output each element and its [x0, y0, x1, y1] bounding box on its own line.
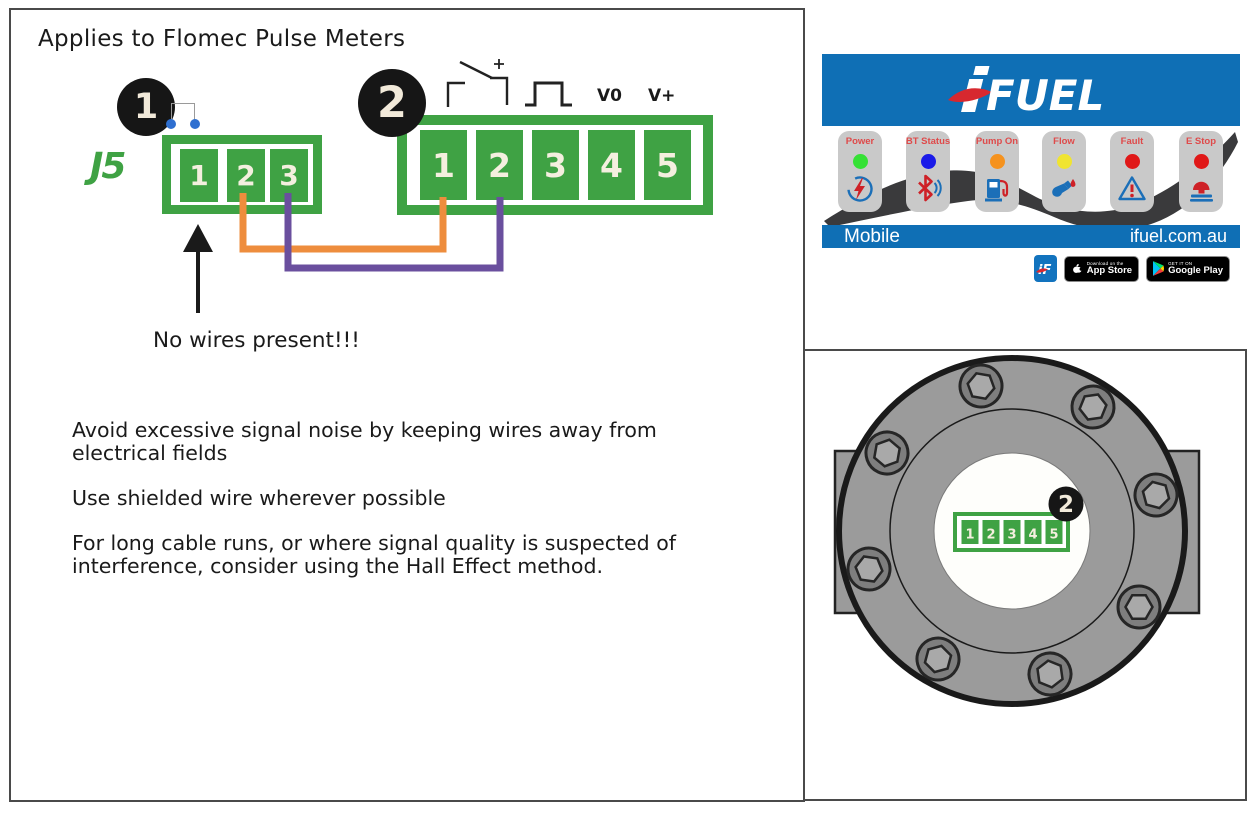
j5-connector-label: J5: [90, 146, 126, 187]
pulse-terminal-4: 4: [588, 130, 635, 200]
pulse-terminal-1: 1: [420, 130, 467, 200]
pulse-terminal-2: 2: [476, 130, 523, 200]
ifuel-header: FUEL: [822, 54, 1240, 126]
app-store-badge[interactable]: Download on the App Store: [1063, 255, 1140, 282]
svg-text:3: 3: [1007, 528, 1016, 543]
website-url: ifuel.com.au: [1129, 226, 1227, 246]
meter-step-2-badge: 2: [1048, 486, 1084, 522]
emergency-stop-icon: [1190, 181, 1213, 202]
j5-terminal-2: 2: [227, 149, 265, 202]
ifuel-footer-bar: Mobile ifuel.com.au: [822, 225, 1240, 248]
diagram-title: Applies to Flomec Pulse Meters: [38, 26, 406, 52]
step-1-badge: 1: [117, 78, 175, 136]
j5-terminal-1: 1: [180, 149, 218, 202]
pump-led: [989, 154, 1005, 169]
ifuel-app-icon: iF: [1033, 255, 1057, 282]
tip-signal-noise: Avoid excessive signal noise by keeping …: [72, 418, 657, 465]
estop-led: [1193, 154, 1209, 169]
pulse-terminal-block: 1 2 3 4 5: [397, 115, 713, 215]
indicator-power: Power: [838, 131, 882, 212]
flow-meter-panel: 1 2 3 4 5 2: [803, 349, 1247, 801]
svg-text:4: 4: [1028, 528, 1037, 543]
svg-text:2: 2: [986, 528, 995, 543]
apple-icon: [1072, 263, 1083, 273]
svg-text:FUEL: FUEL: [986, 71, 1104, 116]
v0-label: V0: [597, 86, 622, 106]
tip-hall-effect: For long cable runs, or where signal qua…: [72, 531, 676, 578]
google-play-icon: [1153, 261, 1165, 276]
tip-shielded-wire: Use shielded wire wherever possible: [72, 486, 446, 510]
pulse-wave-icon: [525, 81, 572, 107]
fuel-nozzle-icon: [1052, 179, 1076, 197]
fuel-pump-icon: [985, 179, 1009, 202]
svg-text:2: 2: [1058, 492, 1074, 518]
meter-terminal-block: 1 2 3 4 5: [953, 512, 1070, 552]
mobile-label: Mobile: [844, 225, 900, 247]
warning-triangle-icon: [1118, 176, 1146, 201]
selection-handle-box[interactable]: [171, 103, 195, 124]
bluetooth-icon: [918, 174, 942, 202]
selection-handle-dot[interactable]: [190, 119, 200, 129]
switch-symbol-icon: [446, 59, 509, 107]
j5-terminal-3: 3: [270, 149, 308, 202]
step-2-badge: 2: [358, 69, 426, 137]
flow-meter-illustration: 1 2 3 4 5 2: [833, 355, 1201, 707]
power-circuit-icon: [847, 176, 873, 202]
ifuel-panel: FUEL Power BT Status: [822, 54, 1240, 341]
store-badges-row: iF Download on the App Store: [1033, 255, 1230, 282]
ifuel-logo: FUEL: [948, 66, 1104, 116]
svg-text:5: 5: [1049, 528, 1058, 543]
flow-led: [1056, 154, 1072, 169]
road-ribbon: [824, 132, 1238, 226]
bt-led: [920, 154, 936, 169]
indicator-fault: Fault: [1110, 131, 1154, 212]
flange-bolts: [846, 363, 1179, 697]
indicator-bt-status: BT Status: [906, 131, 950, 212]
indicator-e-stop: E Stop: [1179, 131, 1223, 212]
power-led: [852, 154, 868, 169]
j5-terminal-block: 1 2 3: [162, 135, 322, 214]
google-play-badge[interactable]: GET IT ON Google Play: [1146, 255, 1230, 282]
pulse-terminal-3: 3: [532, 130, 579, 200]
svg-text:1: 1: [965, 528, 974, 543]
pulse-terminal-5: 5: [644, 130, 691, 200]
vplus-label: V+: [648, 86, 676, 106]
fault-led: [1124, 154, 1140, 169]
indicator-pump-on: Pump On: [975, 131, 1019, 212]
no-wires-note: No wires present!!!: [153, 328, 360, 353]
indicator-flow: Flow: [1042, 131, 1086, 212]
selection-handle-dot[interactable]: [166, 119, 176, 129]
indicator-strip: Power BT Status Pump On: [822, 126, 1240, 226]
